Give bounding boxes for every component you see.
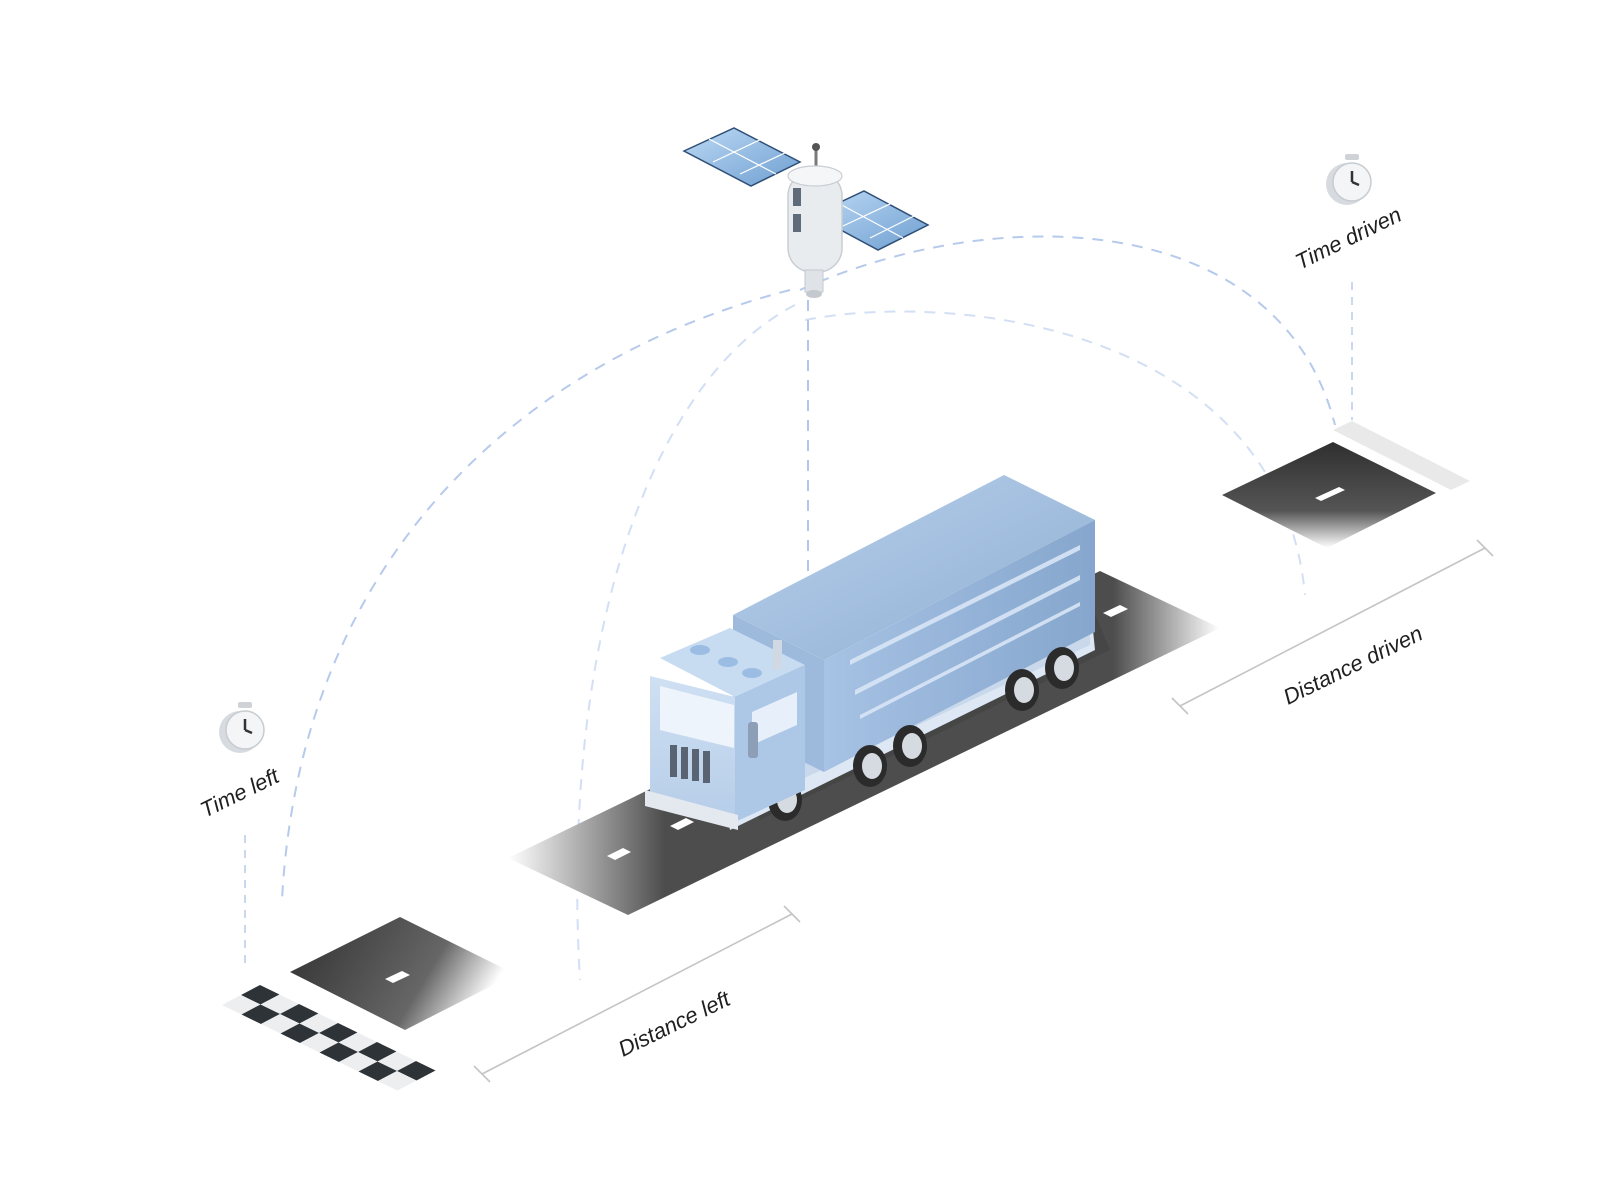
checker-square (222, 995, 261, 1015)
checker-square (397, 1061, 436, 1081)
cab-roof-lights (690, 645, 762, 678)
time-left-label: Time left (196, 763, 283, 823)
checker-square (261, 1014, 300, 1034)
stopwatch-icon (1326, 154, 1372, 205)
checker-square (299, 1013, 338, 1033)
checker-square (358, 1042, 397, 1062)
checker-square (260, 994, 299, 1014)
checker-square (241, 1004, 280, 1024)
wheel (893, 725, 927, 767)
trailer-ribs (850, 545, 1080, 719)
signal-arc-right-inner (804, 310, 1306, 596)
signal-arc-right-outer (799, 235, 1336, 426)
side-mirror (748, 722, 758, 758)
checker-square (339, 1052, 378, 1072)
solar-panel-left (682, 127, 802, 187)
distance-driven-measure (1171, 539, 1494, 715)
distance-left-measure (473, 905, 801, 1083)
checker-square (338, 1032, 377, 1052)
wheel (1005, 669, 1039, 711)
checker-square (280, 1023, 319, 1043)
truck-icon (645, 475, 1110, 830)
trailer-side (824, 520, 1095, 772)
leader-lines (244, 282, 1353, 970)
road-dash (385, 971, 410, 983)
windshield (660, 686, 734, 748)
road-dash (1315, 487, 1345, 501)
checker-square (377, 1051, 416, 1071)
front-bumper (645, 790, 738, 830)
exhaust-stack (773, 640, 782, 670)
checker-square (358, 1061, 397, 1081)
checker-square (280, 1004, 319, 1024)
start-line (1333, 421, 1470, 490)
satellite-icon (682, 127, 930, 298)
distance-driven-label: Distance driven (1279, 621, 1426, 710)
road-start-patch (1222, 421, 1470, 548)
checker-square (378, 1071, 417, 1091)
checker-square (241, 985, 280, 1005)
wheel (1045, 647, 1079, 689)
road-dashes (607, 605, 1128, 860)
satellite-nozzle (804, 269, 824, 293)
trailer-top (733, 475, 1095, 660)
checkered-finish-icon (222, 985, 436, 1091)
time-driven-label: Time driven (1291, 202, 1405, 275)
road-finish-patch (290, 917, 515, 1030)
signal-arc-left-outer (281, 289, 791, 901)
checker-square (319, 1023, 358, 1043)
grille (670, 745, 710, 783)
checker-square (319, 1042, 358, 1062)
checker-square (300, 1033, 339, 1053)
wheel (853, 745, 887, 787)
side-window (752, 692, 797, 745)
stopwatch-icon (219, 702, 265, 753)
